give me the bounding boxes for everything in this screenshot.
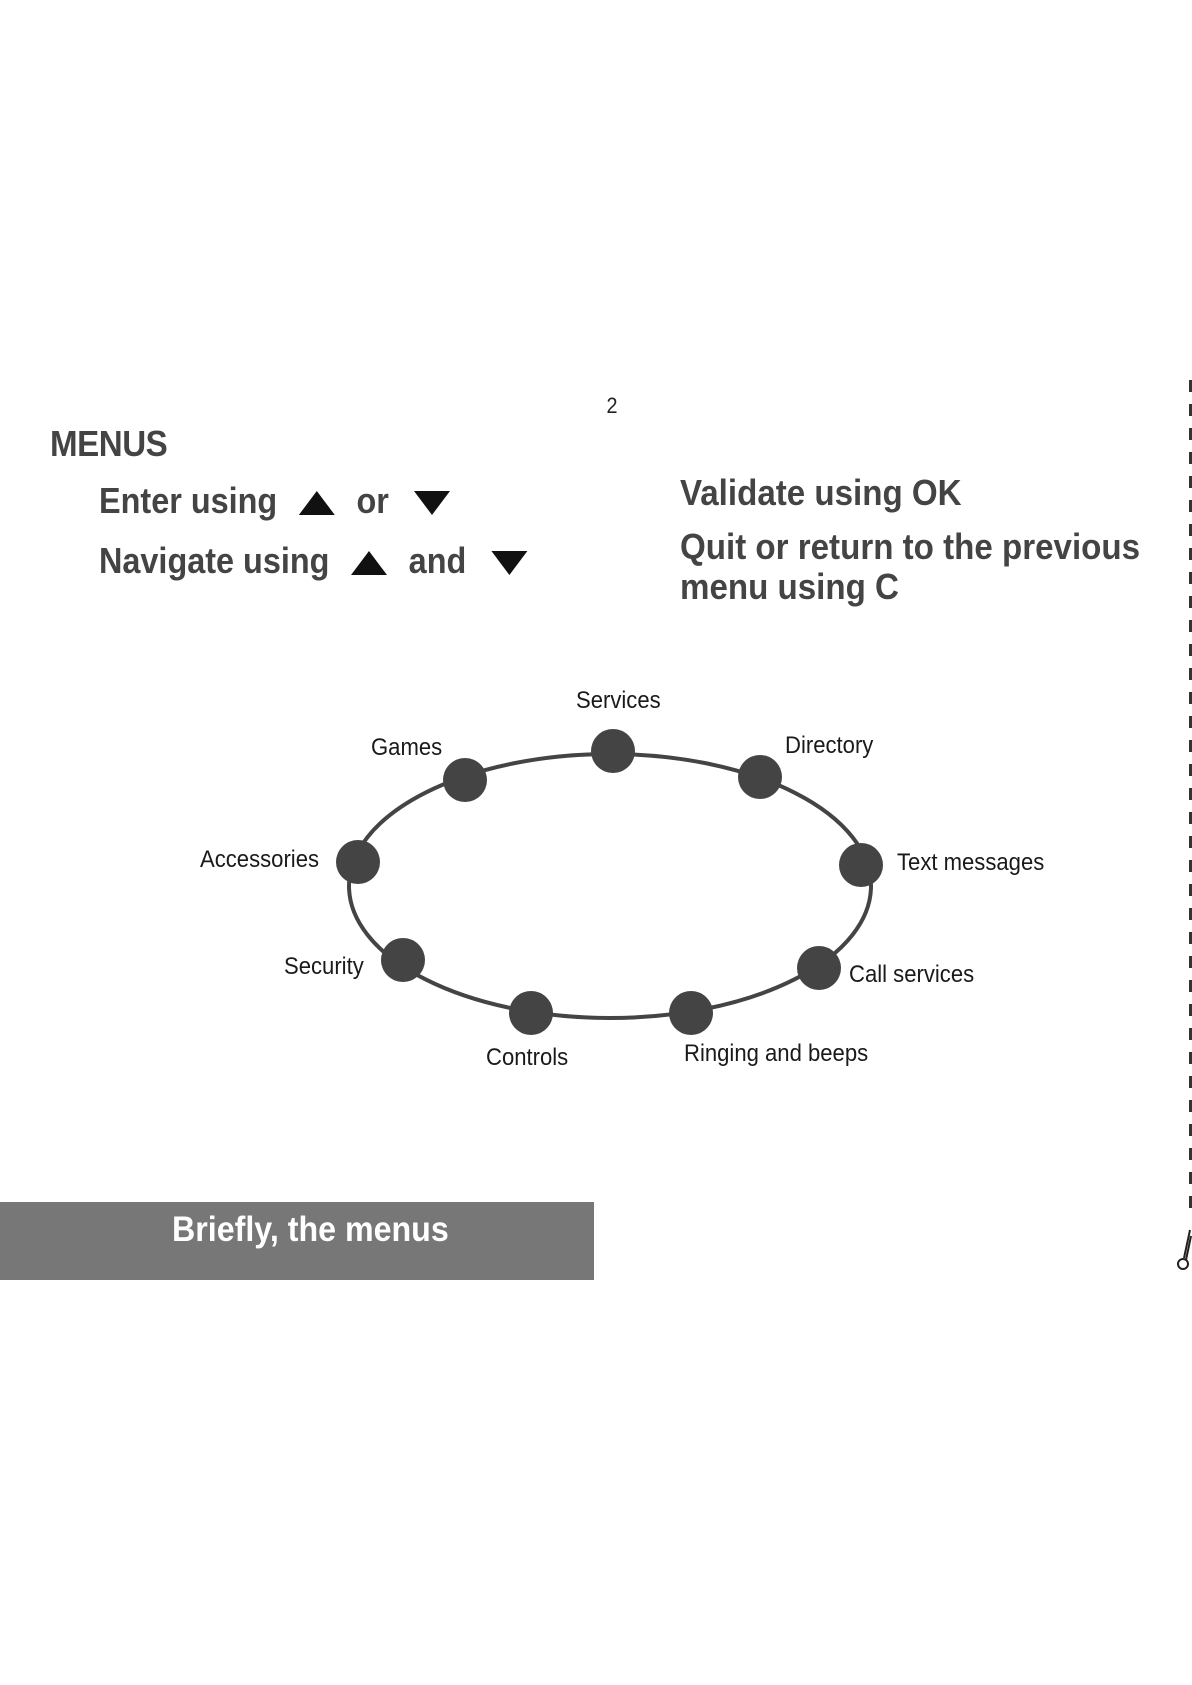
- menu-label-text-messages: Text messages: [897, 849, 1044, 877]
- menu-label-directory: Directory: [785, 732, 873, 760]
- menu-ring: [349, 754, 871, 1018]
- banner-title: Briefly, the menus: [172, 1210, 449, 1250]
- menu-label-call-services: Call services: [849, 961, 974, 989]
- menu-node-directory: [738, 755, 782, 799]
- menu-node-ringing-and-beeps: [669, 991, 713, 1035]
- menu-label-controls: Controls: [486, 1044, 568, 1072]
- menu-node-text-messages: [839, 843, 883, 887]
- menu-node-call-services: [797, 946, 841, 990]
- menu-node-games: [443, 758, 487, 802]
- menu-label-services: Services: [576, 687, 661, 715]
- menu-label-games: Games: [371, 734, 442, 762]
- menu-node-controls: [509, 991, 553, 1035]
- scissors-icon: [1176, 1228, 1192, 1274]
- menu-node-services: [591, 729, 635, 773]
- menu-label-security: Security: [284, 953, 364, 981]
- menu-node-security: [381, 938, 425, 982]
- menu-label-accessories: Accessories: [200, 846, 319, 874]
- menu-node-accessories: [336, 840, 380, 884]
- section-banner: Briefly, the menus: [0, 1202, 594, 1280]
- menu-label-ringing-and-beeps: Ringing and beeps: [684, 1040, 868, 1068]
